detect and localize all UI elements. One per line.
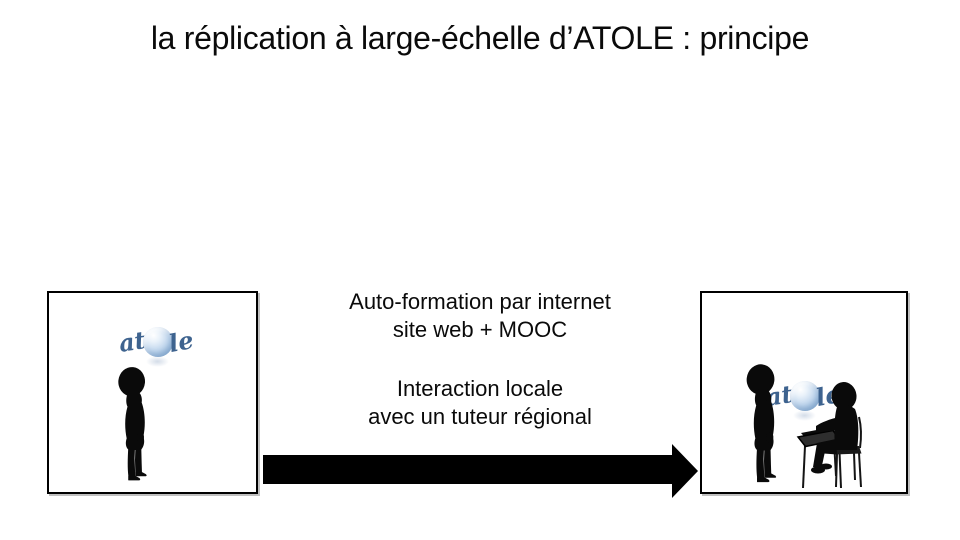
seated-child-desk-silhouette <box>797 379 863 489</box>
autoformation-line2: site web + MOOC <box>392 317 568 342</box>
atole-sphere-icon <box>142 327 173 367</box>
interaction-text: Interaction locale avec un tuteur région… <box>0 375 960 431</box>
atole-logo: at le <box>764 379 842 421</box>
atole-logo: at le <box>117 324 196 367</box>
arrow-right-icon <box>263 444 698 498</box>
autoformation-line1: Auto-formation par internet <box>349 289 611 314</box>
autoformation-text: Auto-formation par internet site web + M… <box>0 288 960 344</box>
right-panel-tutor-session: at le <box>700 291 908 494</box>
atole-logo-text-le: le <box>166 324 196 359</box>
interaction-line1: Interaction locale <box>396 376 564 401</box>
standing-child-silhouette <box>116 365 147 481</box>
slide-title: la réplication à large-échelle d’ATOLE :… <box>150 20 810 56</box>
left-panel-lone-child: at le <box>47 291 258 494</box>
tutor-silhouette <box>745 362 777 483</box>
interaction-line2: avec un tuteur régional <box>368 404 592 429</box>
atole-sphere-icon <box>789 381 820 421</box>
